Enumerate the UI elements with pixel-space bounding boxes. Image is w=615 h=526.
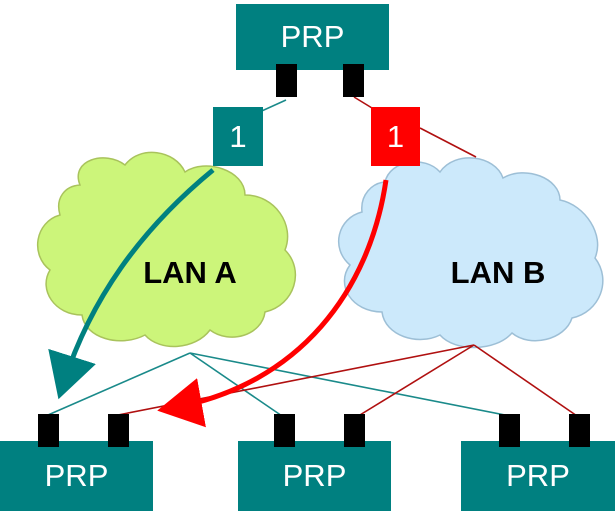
lan-a-label: LAN A — [143, 255, 237, 290]
bottom-3-port-a — [499, 414, 520, 447]
top-port-b — [343, 64, 364, 97]
prp-node-bottom-3-label: PRP — [506, 458, 570, 493]
prp-node-bottom-2: PRP — [238, 441, 391, 511]
prp-node-bottom-1: PRP — [0, 441, 153, 511]
prp-node-top: PRP — [236, 4, 389, 70]
bottom-2-port-a — [274, 414, 295, 447]
frame-lan-b: 1 — [371, 107, 420, 166]
frame-lan-a-label: 1 — [229, 118, 247, 154]
lan-b-label: LAN B — [450, 255, 546, 290]
prp-node-bottom-3: PRP — [461, 441, 615, 511]
prp-node-bottom-2-label: PRP — [282, 458, 347, 493]
bottom-2-port-b — [344, 414, 365, 447]
top-port-a — [276, 64, 297, 97]
bottom-1-port-b — [108, 414, 129, 447]
lan-a-path-arrow — [48, 168, 215, 400]
bottom-1-port-a — [38, 414, 59, 447]
bottom-3-port-b — [569, 414, 590, 447]
lan-b-path-arrow — [157, 179, 389, 428]
prp-node-top-label: PRP — [280, 19, 345, 54]
prp-node-bottom-1-label: PRP — [44, 458, 109, 493]
lan-b-cloud — [337, 157, 604, 349]
frame-lan-b-label: 1 — [386, 118, 405, 154]
lan-a-cloud — [36, 151, 296, 348]
frame-lan-a: 1 — [213, 107, 263, 166]
